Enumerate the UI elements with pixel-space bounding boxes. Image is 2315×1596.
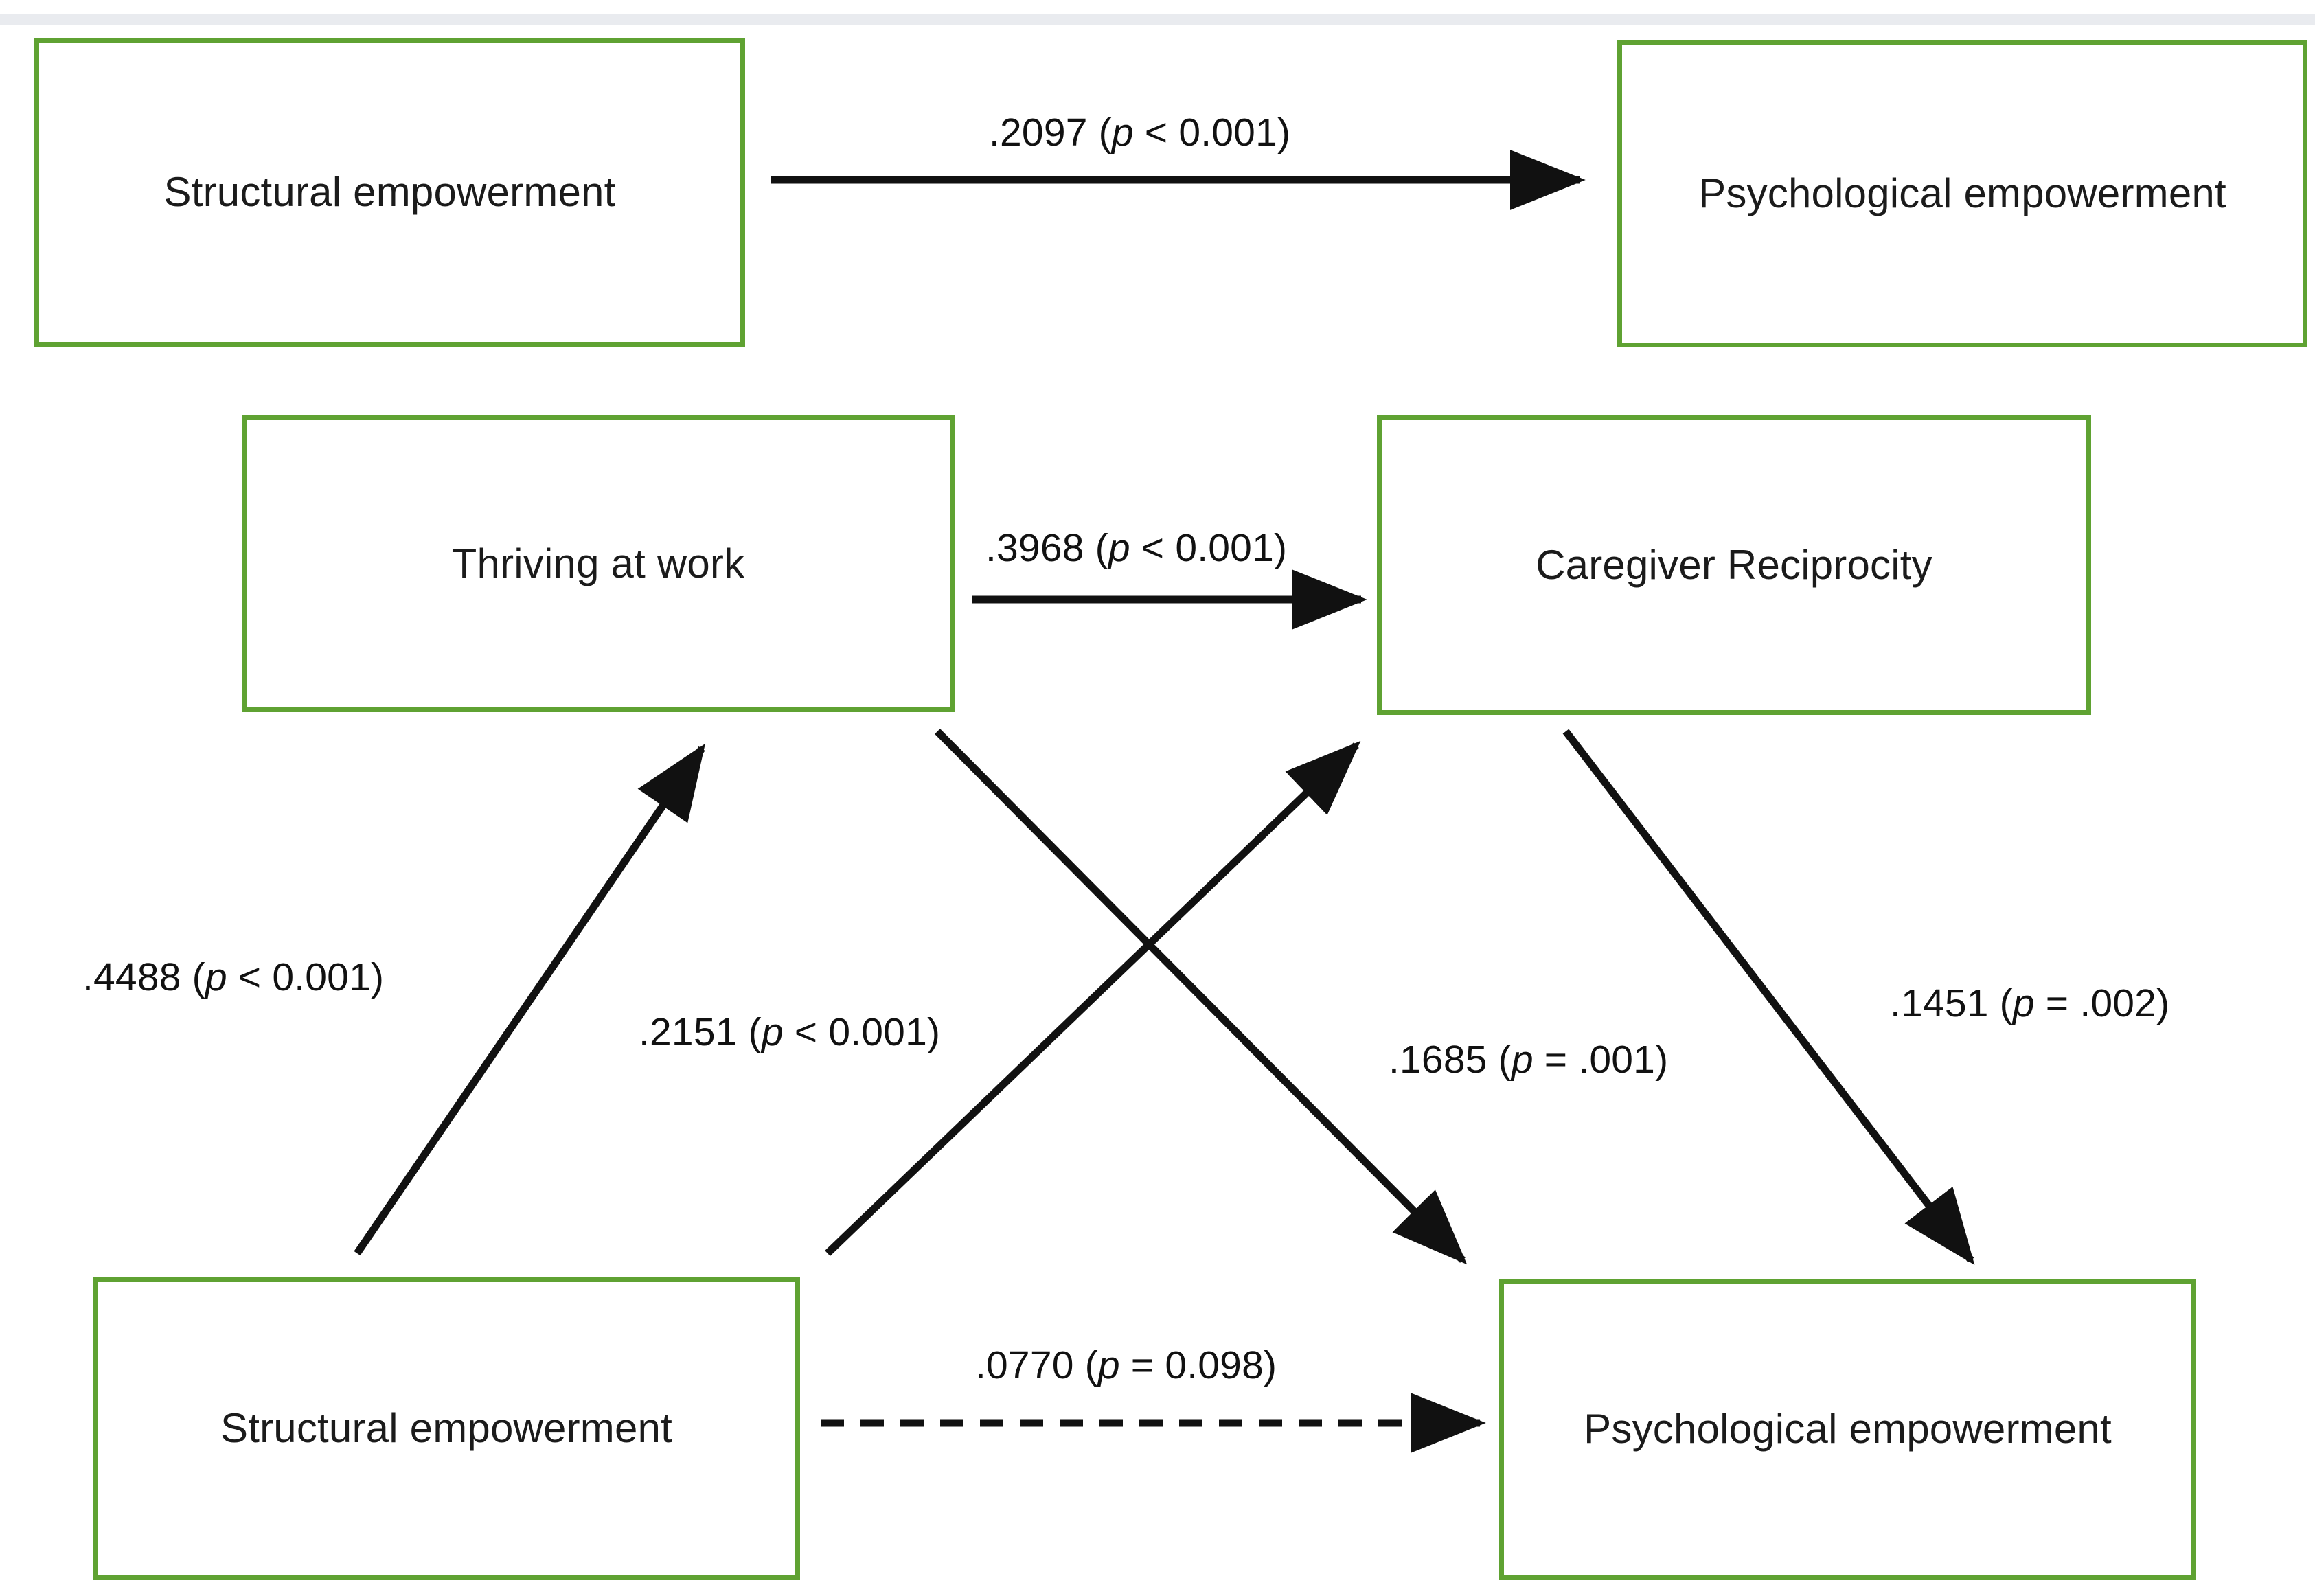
p-symbol: p [1108,526,1130,570]
p-symbol: p [1097,1343,1120,1387]
p-symbol: p [2012,981,2035,1025]
top-banner-strip [0,14,2315,25]
node-label: Thriving at work [451,540,745,586]
coefficient-text: .2097 ( [989,111,1112,155]
path-label-se-to-caregiver: .2151 (p < 0.001) [639,1010,940,1055]
arrow-se-to-caregiver [825,740,1361,1256]
node-struct-emp-top[interactable]: Structural empowerment [34,38,745,347]
coefficient-text: .1685 ( [1389,1038,1512,1082]
p-value-text: = .002) [2034,981,2170,1025]
p-symbol: p [1111,111,1134,155]
path-label-caregiver-to-psych: .1451 (p = .002) [1890,981,2169,1026]
node-psych-emp-bottom[interactable]: Psychological empowerment [1499,1279,2196,1580]
coefficient-text: .3968 ( [985,526,1108,570]
p-value-text: < 0.001) [1130,526,1288,570]
path-label-thriving-to-caregiver: .3968 (p < 0.001) [985,525,1287,571]
node-label: Psychological empowerment [1698,170,2226,216]
node-label: Caregiver Reciprocity [1536,542,1932,588]
p-value-text: = .001) [1533,1038,1669,1082]
path-label-se-to-pe-top: .2097 (p < 0.001) [989,110,1290,155]
node-thriving-at-work[interactable]: Thriving at work [242,415,955,712]
node-label: Structural empowerment [220,1405,672,1451]
path-label-se-to-pe-bottom: .0770 (p = 0.098) [975,1343,1277,1388]
node-psych-emp-top[interactable]: Psychological empowerment [1617,40,2307,347]
coefficient-text: .4488 ( [82,955,205,999]
path-label-thriving-to-psych: .1685 (p = .001) [1389,1037,1668,1082]
arrow-thriving-to-psych [935,729,1468,1265]
node-label: Psychological empowerment [1584,1406,2112,1452]
node-struct-emp-bottom[interactable]: Structural empowerment [93,1277,800,1580]
p-value-text: < 0.001) [1133,111,1291,155]
p-value-text: < 0.001) [783,1010,941,1054]
node-label: Structural empowerment [163,169,616,215]
node-caregiver-reciprocity[interactable]: Caregiver Reciprocity [1377,415,2091,715]
p-symbol: p [1511,1038,1533,1082]
p-symbol: p [761,1010,784,1054]
p-value-text: < 0.001) [227,955,385,999]
arrow-se-to-thriving [354,743,705,1256]
p-value-text: = 0.098) [1119,1343,1277,1387]
path-label-se-to-thriving: .4488 (p < 0.001) [82,955,384,1000]
p-symbol: p [205,955,227,999]
coefficient-text: .1451 ( [1890,981,2013,1025]
coefficient-text: .2151 ( [639,1010,762,1054]
coefficient-text: .0770 ( [975,1343,1098,1387]
